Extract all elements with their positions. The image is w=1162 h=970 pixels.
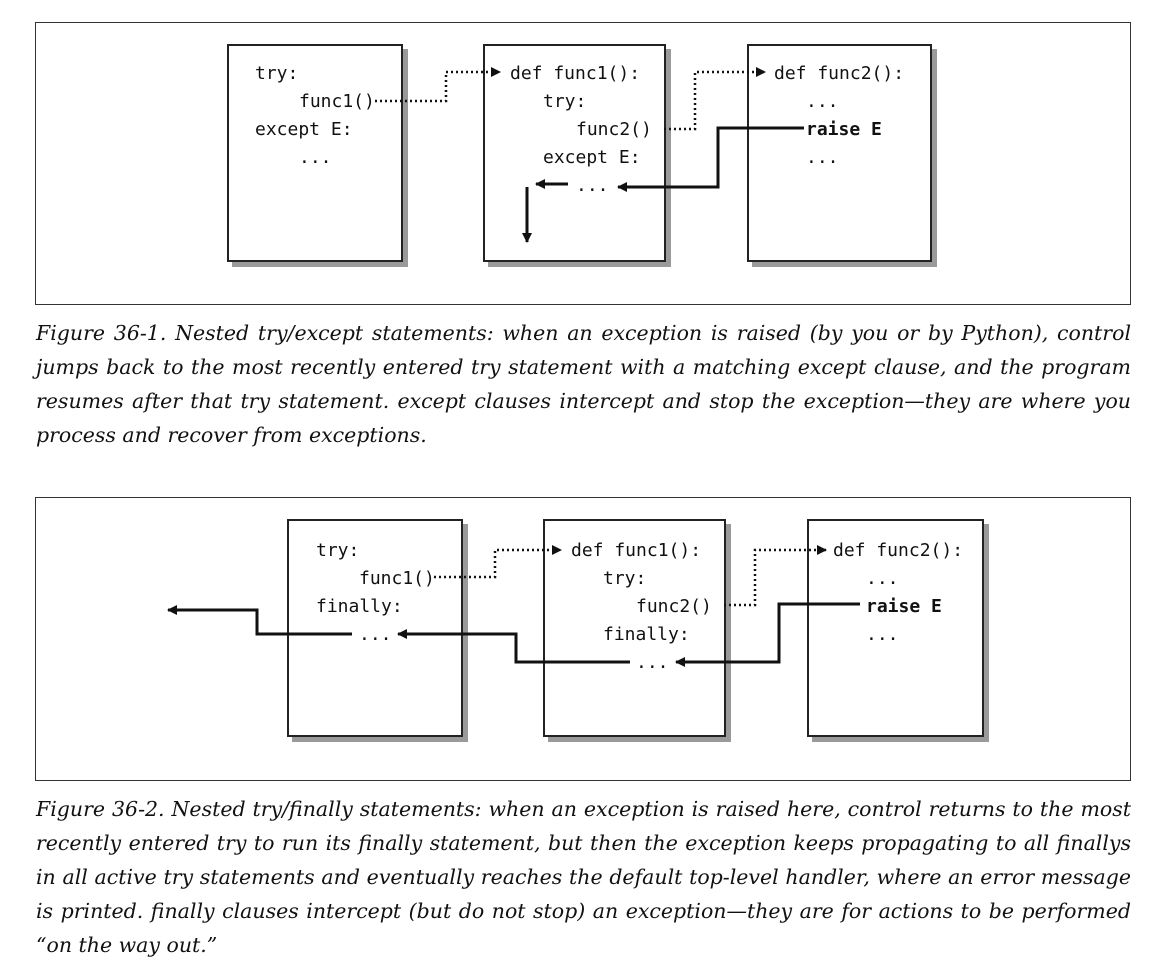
call-arrow-func1 xyxy=(434,545,562,579)
code-call-func1: func1() xyxy=(299,91,375,112)
func1-box xyxy=(483,44,666,262)
code-def-func2: def func2(): xyxy=(774,63,905,84)
call-arrow-func1 xyxy=(375,67,501,103)
code-raise: raise E xyxy=(866,596,942,617)
code-ellipsis: ... xyxy=(866,624,899,645)
figure-2-panel: try: func1() finally: ... def func1(): t… xyxy=(35,497,1131,781)
code-ellipsis: ... xyxy=(806,91,839,112)
code-ellipsis: ... xyxy=(866,568,899,589)
raise-return-arrow xyxy=(617,126,804,192)
code-ellipsis: ... xyxy=(636,652,669,673)
code-try: try: xyxy=(255,63,299,84)
top-level-arrow xyxy=(167,605,352,636)
code-def-func1: def func1(): xyxy=(510,63,641,84)
code-try: try: xyxy=(603,568,647,589)
code-except: except E: xyxy=(255,119,353,140)
code-def-func2: def func2(): xyxy=(833,540,964,561)
code-ellipsis: ... xyxy=(806,147,839,168)
propagate-arrow xyxy=(397,629,630,664)
func2-box xyxy=(747,44,932,262)
raise-return-arrow xyxy=(675,602,860,667)
caller-box xyxy=(227,44,403,262)
flow-arrows xyxy=(167,545,860,667)
figure-1-caption: Figure 36-1. Nested try/except statement… xyxy=(36,321,1131,447)
code-ellipsis: ... xyxy=(359,624,392,645)
code-try: try: xyxy=(316,540,360,561)
code-ellipsis: ... xyxy=(299,147,332,168)
code-except: except E: xyxy=(543,147,641,168)
code-ellipsis: ... xyxy=(576,175,609,196)
figure-2-caption: Figure 36-2. Nested try/finally statemen… xyxy=(36,797,1131,957)
func2-box xyxy=(807,519,984,737)
code-call-func1: func1() xyxy=(359,568,435,589)
func1-box xyxy=(543,519,726,737)
flow-arrows xyxy=(375,67,804,243)
caller-box xyxy=(287,519,463,737)
call-arrow-func2 xyxy=(724,545,827,607)
code-try: try: xyxy=(543,91,587,112)
code-finally: finally: xyxy=(316,596,403,617)
code-call-func2: func2() xyxy=(576,119,652,140)
call-arrow-func2 xyxy=(664,67,766,131)
figure-1-panel: try: func1() except E: ... def func1(): … xyxy=(35,22,1131,305)
code-def-func1: def func1(): xyxy=(571,540,702,561)
code-call-func2: func2() xyxy=(636,596,712,617)
code-raise: raise E xyxy=(806,119,882,140)
code-finally: finally: xyxy=(603,624,690,645)
